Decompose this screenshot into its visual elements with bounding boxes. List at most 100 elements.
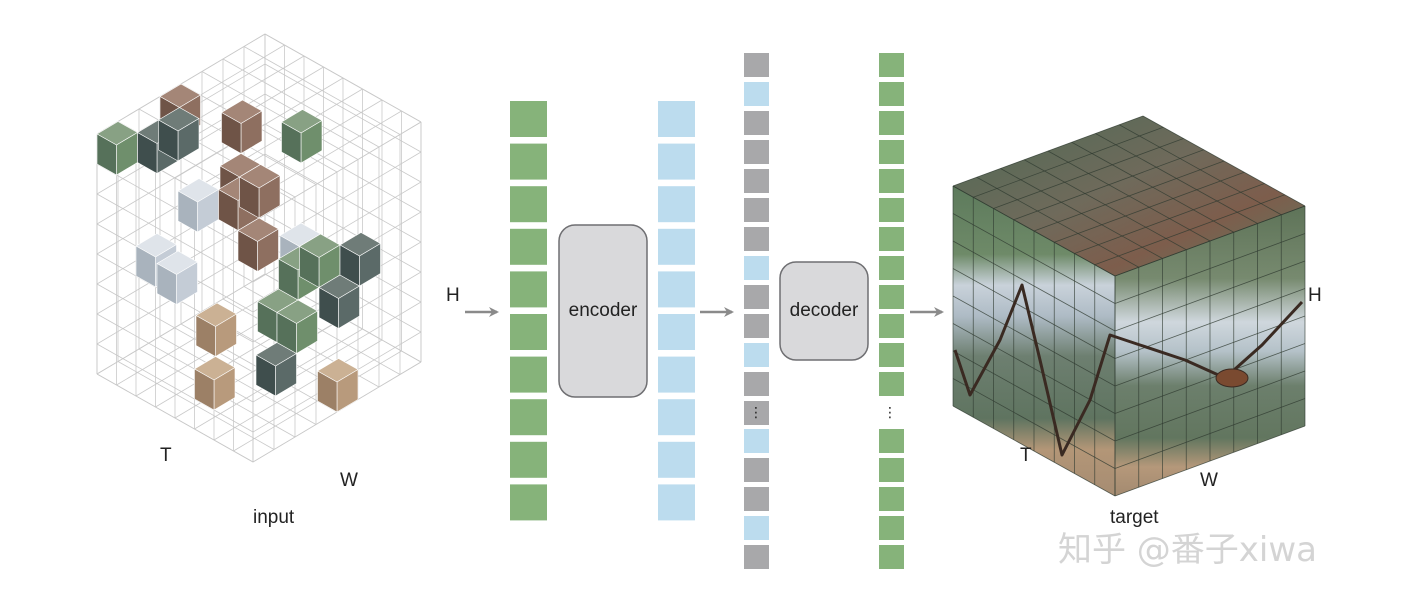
input-visible-patch: [317, 370, 338, 413]
encoded-token: [658, 271, 695, 308]
input-token: [510, 441, 547, 478]
encoded-token: [658, 186, 695, 223]
decoder-input-token: [744, 401, 769, 425]
input-h-axis-label: H: [446, 285, 460, 306]
input-visible-patch: [299, 245, 320, 289]
decoder-input-token: [744, 198, 769, 222]
encoded-token: [658, 143, 695, 180]
encoded-token-column: [658, 101, 695, 521]
decoder-input-token: [744, 343, 769, 367]
input-token: [510, 399, 547, 436]
decoder-input-token: [744, 140, 769, 164]
input-visible-patch: [276, 311, 297, 355]
input-visible-patch: [278, 258, 299, 301]
input-visible-patch: [218, 188, 239, 232]
target-token: [879, 111, 904, 135]
input-w-axis-label: W: [340, 470, 358, 491]
encoded-token: [658, 399, 695, 436]
decoder-input-token: [744, 53, 769, 77]
target-token: [879, 227, 904, 251]
input-visible-patch: [318, 286, 339, 330]
decoder-input-token: [744, 256, 769, 280]
input-token: [510, 271, 547, 308]
input-visible-patch: [158, 119, 179, 162]
target-h-axis-label: H: [1308, 285, 1322, 306]
target-token: [879, 343, 904, 367]
encoded-token: [658, 101, 695, 137]
input-label: input: [253, 507, 295, 528]
input-visible-patch: [239, 176, 260, 219]
input-visible-patch: [177, 190, 198, 233]
target-token: [879, 198, 904, 222]
input-token: [510, 484, 547, 521]
input-visible-patch: [255, 354, 276, 397]
bird-motion-trail: [953, 283, 1226, 457]
encoder-block: encoder: [558, 224, 648, 398]
target-token: [879, 429, 904, 453]
decoder-input-token: [744, 516, 769, 540]
encoder-label: encoder: [569, 300, 638, 321]
input-visible-patch: [281, 121, 302, 164]
encoded-token: [658, 314, 695, 350]
decoder-label: decoder: [790, 300, 859, 321]
target-token: [879, 314, 904, 338]
target-token: [879, 285, 904, 309]
input-cube: [96, 33, 422, 463]
watermark: 知乎 @番子xiwa: [1058, 530, 1317, 570]
target-token: [879, 256, 904, 280]
input-t-axis-label: T: [160, 445, 172, 466]
decoder-input-token: [744, 111, 769, 135]
decoder-input-token: [744, 314, 769, 338]
decoder-input-token: [744, 169, 769, 193]
encoded-token: [658, 356, 695, 393]
decoder-input-token-column: [744, 53, 769, 569]
input-token: [510, 356, 547, 393]
decoder-input-token: [744, 82, 769, 106]
target-token: [879, 372, 904, 396]
input-visible-patch: [221, 111, 242, 155]
input-token: [510, 314, 547, 350]
target-t-axis-label: T: [1020, 445, 1032, 466]
encoded-token: [658, 228, 695, 265]
target-label: target: [1110, 507, 1159, 528]
target-token: [879, 140, 904, 164]
target-w-axis-label: W: [1200, 470, 1218, 491]
target-token-ellipsis: ⋮: [883, 404, 897, 420]
target-token-column: [879, 53, 904, 569]
input-visible-patch: [237, 229, 258, 273]
decoder-block: decoder: [779, 261, 869, 361]
decoder-input-token: [744, 458, 769, 482]
decoder-input-token: [744, 285, 769, 309]
input-visible-patch: [135, 245, 156, 288]
decoder-input-token: [744, 429, 769, 453]
input-token-column: [510, 101, 547, 521]
target-token: [879, 545, 904, 569]
target-cube: [952, 115, 1306, 497]
input-visible-patch: [339, 244, 360, 287]
input-token: [510, 143, 547, 180]
input-visible-patch: [96, 133, 117, 176]
input-token: [510, 228, 547, 265]
target-token: [879, 53, 904, 77]
input-token: [510, 186, 547, 223]
target-token: [879, 516, 904, 540]
target-token: [879, 82, 904, 106]
encoded-token: [658, 484, 695, 521]
input-visible-patch: [195, 314, 216, 358]
decoder-input-token: [744, 487, 769, 511]
input-visible-patch: [156, 262, 177, 306]
input-token: [510, 101, 547, 137]
bird-motion-trail-2: [1224, 300, 1304, 380]
decoder-input-ellipsis: ⋮: [749, 404, 763, 420]
encoded-token: [658, 441, 695, 478]
decoder-input-token: [744, 545, 769, 569]
target-token: [879, 169, 904, 193]
input-visible-patch: [194, 368, 215, 411]
target-token: [879, 487, 904, 511]
bird-icon: [1215, 368, 1249, 388]
target-token: [879, 458, 904, 482]
input-visible-patch: [137, 131, 158, 175]
decoder-input-token: [744, 227, 769, 251]
decoder-input-token: [744, 372, 769, 396]
